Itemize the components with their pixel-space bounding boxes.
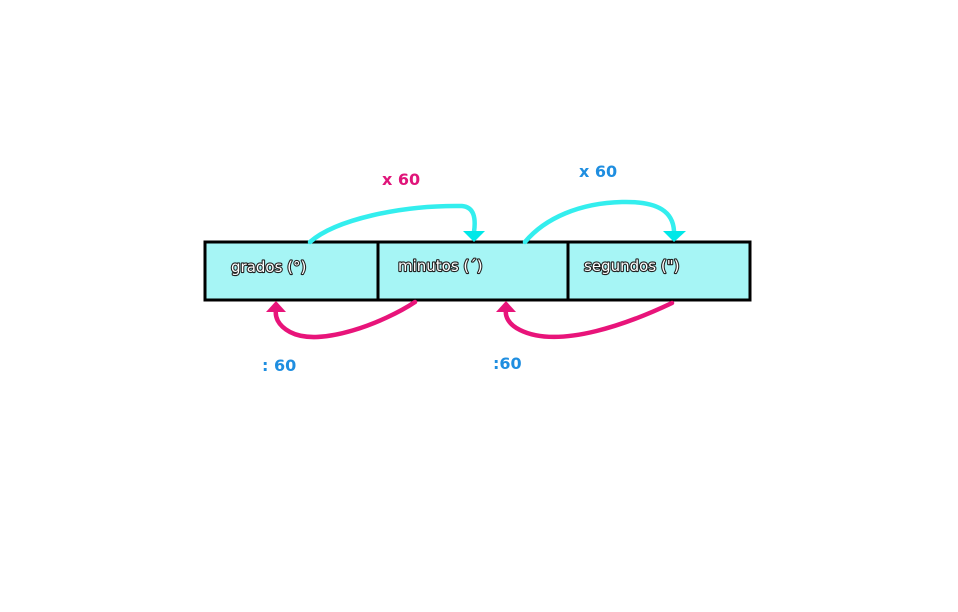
magenta-curved-arrow-icon bbox=[496, 300, 675, 340]
cell-minutos bbox=[376, 240, 570, 302]
cell-grados-label: grados (°) bbox=[231, 258, 306, 276]
magenta-curved-arrow-icon bbox=[266, 299, 418, 340]
cyan-curved-arrow-icon bbox=[307, 203, 485, 245]
cell-segundos bbox=[566, 240, 752, 302]
cell-grados bbox=[203, 240, 380, 302]
operation-label-multiply-grados-minutos: x 60 bbox=[382, 170, 420, 189]
operation-label-multiply-minutos-segundos: x 60 bbox=[579, 162, 617, 181]
operation-label-divide-minutos-grados: : 60 bbox=[262, 356, 296, 375]
cell-segundos-label: segundos (") bbox=[584, 257, 679, 275]
operation-label-divide-segundos-minutos: :60 bbox=[493, 354, 522, 373]
cyan-curved-arrow-icon bbox=[522, 199, 686, 245]
cell-minutos-label: minutos (´) bbox=[398, 257, 483, 275]
units-table: grados (°) minutos (´) segundos (") bbox=[203, 240, 752, 302]
